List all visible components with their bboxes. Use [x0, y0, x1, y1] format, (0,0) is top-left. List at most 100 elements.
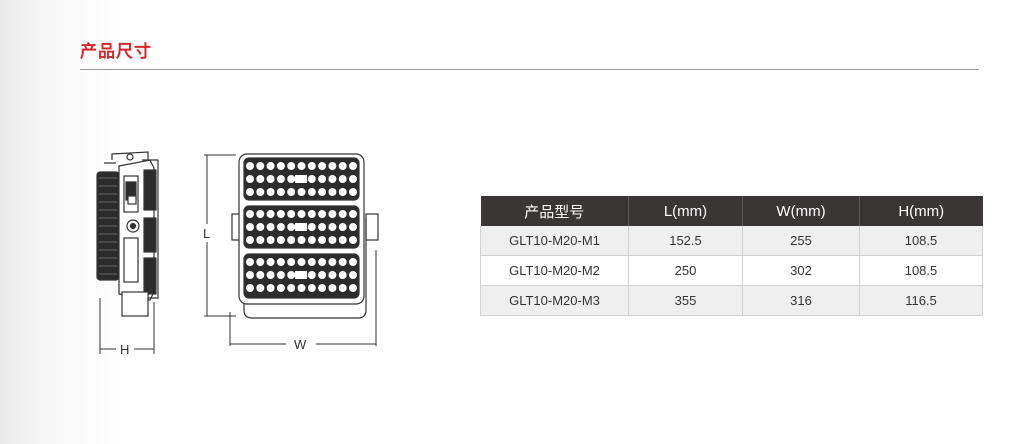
led-lens [296, 283, 307, 293]
led-lens [255, 209, 265, 219]
led-lens [255, 222, 265, 232]
led-lens [266, 235, 276, 245]
led-lens [245, 174, 255, 184]
led-lens [317, 235, 327, 245]
led-lens [255, 235, 265, 245]
led-lens [348, 235, 358, 245]
led-lens [338, 209, 348, 219]
cell-model: GLT10-M20-M3 [480, 285, 629, 316]
led-lens [307, 235, 317, 245]
side-view-drawing [96, 151, 159, 354]
led-lens [348, 257, 358, 267]
led-lens [286, 187, 296, 197]
table-row: GLT10-M20-M3 355 316 116.5 [480, 285, 983, 316]
led-lens [245, 270, 255, 280]
led-lens [255, 270, 265, 280]
module-badge [295, 223, 307, 231]
cell-height: 108.5 [859, 255, 983, 286]
led-lens [276, 222, 286, 232]
led-lens [276, 270, 286, 280]
led-lens [245, 209, 255, 219]
cell-model: GLT10-M20-M2 [480, 255, 629, 286]
led-lens [317, 187, 327, 197]
led-lens [338, 222, 348, 232]
led-lens [245, 235, 255, 245]
led-lens [317, 174, 327, 184]
header-height: H(mm) [859, 196, 983, 226]
led-lens [327, 257, 338, 267]
cell-length: 355 [628, 285, 743, 316]
dimension-label-h: H [120, 342, 130, 357]
dimension-label-w: W [294, 337, 307, 352]
led-lens [338, 174, 348, 184]
cell-length: 152.5 [628, 226, 743, 256]
led-lens [266, 209, 276, 219]
cell-width: 255 [742, 226, 860, 256]
led-lens [276, 174, 286, 184]
led-lens [338, 235, 348, 245]
led-lens [348, 270, 358, 280]
section-title: 产品尺寸 [80, 42, 152, 62]
led-lens [245, 257, 255, 267]
led-lens [317, 283, 327, 293]
led-lens [338, 283, 348, 293]
led-lens [245, 222, 255, 232]
header-model: 产品型号 [480, 196, 629, 226]
led-lens [255, 161, 265, 171]
cell-width: 316 [742, 285, 860, 316]
led-lens [317, 161, 327, 171]
led-lens [317, 209, 327, 219]
led-lens [286, 257, 296, 267]
cell-model: GLT10-M20-M1 [480, 226, 629, 256]
led-lens [327, 187, 338, 197]
led-lens [286, 161, 296, 171]
led-lens [245, 161, 255, 171]
led-lens [276, 187, 286, 197]
led-lens [296, 235, 307, 245]
led-lens [286, 270, 296, 280]
led-lens [255, 283, 265, 293]
led-lens [307, 174, 317, 184]
led-lens [296, 257, 307, 267]
led-lens [338, 270, 348, 280]
title-divider [80, 69, 979, 70]
module-badge [295, 175, 307, 183]
led-lens [327, 161, 338, 171]
cell-width: 302 [742, 255, 860, 286]
led-lens [307, 257, 317, 267]
cell-height: 116.5 [859, 285, 983, 316]
led-lens [327, 222, 338, 232]
dimension-label-l: L [203, 226, 211, 241]
table-row: GLT10-M20-M1 152.5 255 108.5 [480, 226, 983, 256]
led-lens [296, 161, 307, 171]
led-lens [348, 222, 358, 232]
led-lens [276, 161, 286, 171]
module-badge [295, 271, 307, 279]
table-header-row: 产品型号 L(mm) W(mm) H(mm) [480, 196, 983, 226]
led-lens [286, 222, 296, 232]
led-lens [286, 209, 296, 219]
led-lens [317, 257, 327, 267]
led-lens [266, 222, 276, 232]
led-lens [266, 161, 276, 171]
led-lens [276, 283, 286, 293]
led-lens [307, 161, 317, 171]
led-lens [296, 209, 307, 219]
led-lens [327, 235, 338, 245]
led-lens [266, 174, 276, 184]
led-lens [327, 270, 338, 280]
led-lens [307, 222, 317, 232]
led-lens [348, 209, 358, 219]
led-lens [245, 187, 255, 197]
led-lens [348, 161, 358, 171]
dimensions-table: 产品型号 L(mm) W(mm) H(mm) GLT10-M20-M1 152.… [480, 196, 983, 316]
led-lens [338, 161, 348, 171]
led-lens-array [245, 161, 358, 293]
led-lens [255, 257, 265, 267]
led-lens [307, 209, 317, 219]
led-lens [338, 187, 348, 197]
led-lens [266, 257, 276, 267]
led-lens [266, 270, 276, 280]
led-lens [296, 187, 307, 197]
